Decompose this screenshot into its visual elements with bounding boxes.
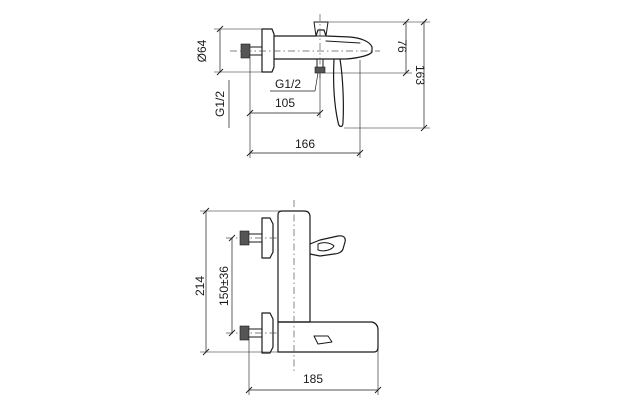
dim-150: 150±36 <box>217 266 231 306</box>
lever-handle <box>333 58 344 128</box>
lever-front <box>309 235 346 257</box>
dim-76: 76 <box>395 39 409 53</box>
diverter-knob <box>313 21 329 37</box>
dim-thread-horizontal: G1/2 <box>275 77 301 91</box>
top-view: Ø64 G1/2 G1/2 105 166 76 <box>195 14 430 158</box>
flange-upper <box>261 217 274 259</box>
dim-214: 214 <box>193 276 207 296</box>
dim-diameter: Ø64 <box>195 39 209 62</box>
dim-105: 105 <box>275 96 295 110</box>
dim-166: 166 <box>295 137 315 151</box>
dim-185: 185 <box>303 372 323 386</box>
spout-front <box>277 321 379 353</box>
dim-thread-vertical: G1/2 <box>213 91 227 117</box>
flange-top <box>261 28 275 73</box>
flange-lower <box>261 312 274 354</box>
dim-163: 163 <box>413 65 427 85</box>
front-view: 214 150±36 185 <box>193 200 382 395</box>
mixer-body-profile <box>274 29 373 60</box>
